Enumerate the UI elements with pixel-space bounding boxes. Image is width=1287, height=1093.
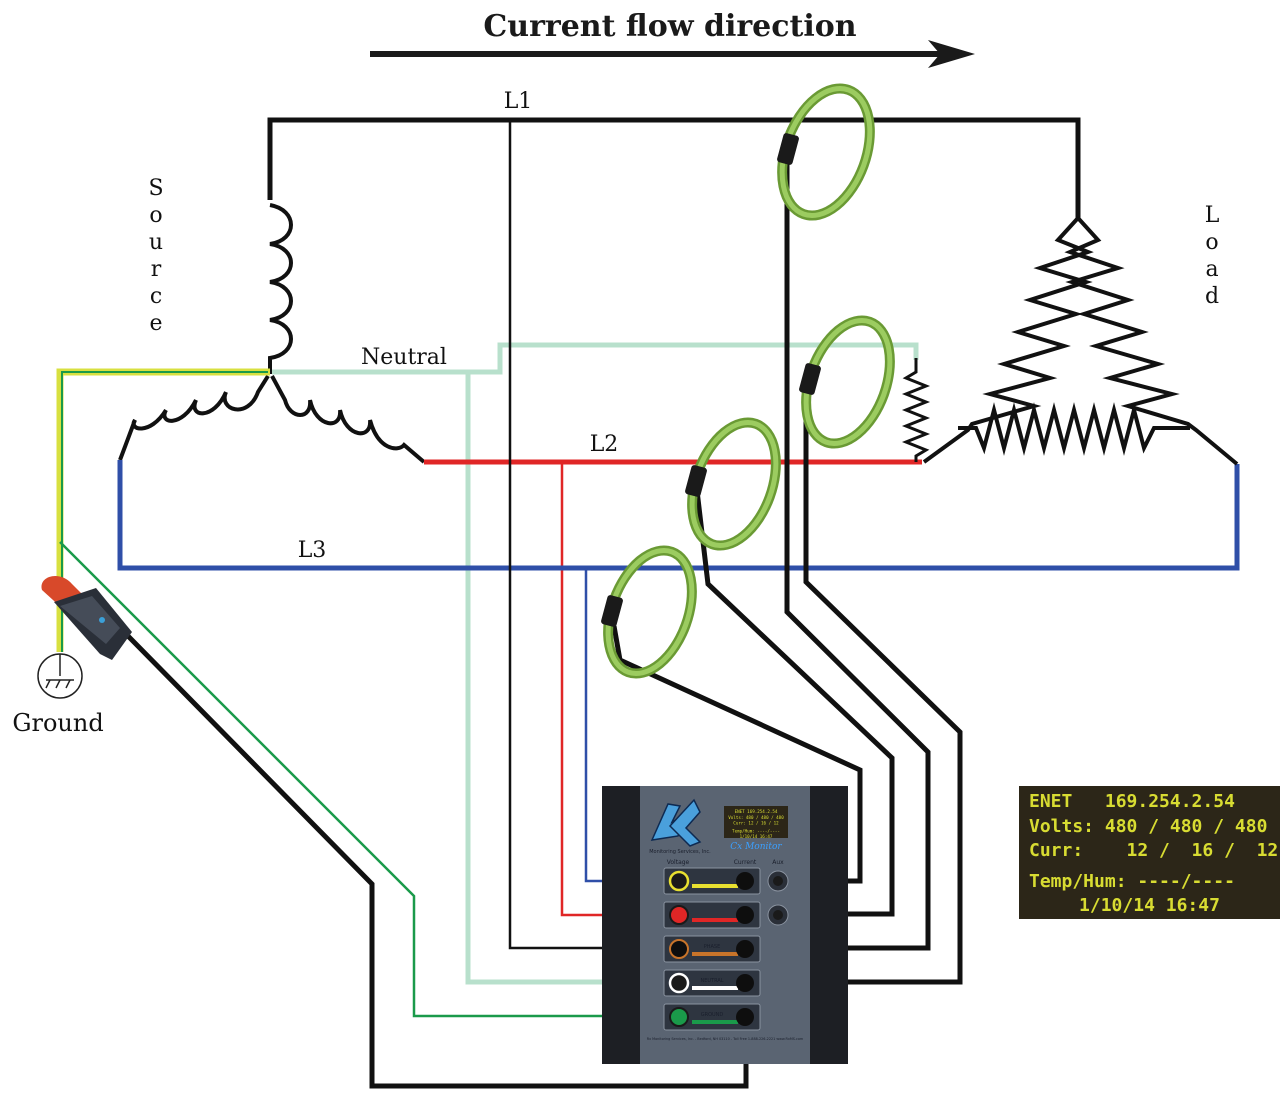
meter-col-current: Current [734,859,757,866]
ground-wire [56,368,270,652]
lcd-line-enet: ENET 169.254.2.54 [1029,791,1235,812]
lcd-line-temp: Temp/Hum: ----/---- [1029,870,1235,892]
l3-label: L3 [298,538,327,563]
meter-device: Monitoring Services, Inc. ENET 169.254.2… [602,786,848,1064]
meter-mini-lcd-line: Temp/Hum: ----/---- [732,828,780,833]
rogowski-coil-l3 [601,545,697,679]
ground-clamp-ct [41,576,132,660]
neutral-wire [272,342,919,985]
ground-symbol-icon [37,653,83,699]
flow-arrow [370,40,975,68]
lcd-line-datetime: 1/10/14 16:47 [1079,895,1220,916]
l2-label: L2 [590,432,619,457]
neutral-label: Neutral [361,345,447,370]
meter-product: Cx Monitor [730,842,782,852]
l1-label: L1 [504,89,533,114]
meter-col-aux: Aux [772,859,784,866]
meter-mini-lcd-line: 1/10/14 16:47 [740,834,773,839]
meter-row-phase-label: PHASE [704,944,721,950]
meter-row-l2 [663,901,789,929]
lcd-line-volts: Volts: 480 / 480 / 480 [1029,815,1268,837]
l1-wire [267,117,1081,218]
meter-row-l3 [663,867,789,895]
meter-row-neutral: NEUTRAL [663,969,761,997]
lcd-display: ENET 169.254.2.54 Volts: 480 / 480 / 480… [1019,786,1280,919]
title: Current flow direction [483,9,856,44]
ground-lead [59,541,666,1018]
source-coils [118,203,426,464]
meter-col-voltage: Voltage [667,859,690,866]
load-delta [901,216,1239,466]
rogowski-coil-neutral [799,315,895,449]
meter-row-neutral-label: NEUTRAL [700,978,723,984]
meter-mini-lcd-line: Curr: 12 / 16 / 12 [733,821,779,826]
meter-row-ground: GROUND [663,1003,761,1031]
meter-company: Monitoring Services, Inc. [649,849,711,855]
meter-mini-lcd-line: ENET 169.254.2.54 [735,809,778,814]
rogowski-coil-l1 [777,83,875,221]
ground-label: Ground [12,709,103,737]
meter-row-l1: PHASE [663,935,761,963]
meter-mini-lcd-line: Volts: 480 / 480 / 480 [728,815,784,820]
rogowski-coil-l2 [685,417,781,551]
meter-row-ground-label: GROUND [701,1012,724,1018]
rx-logo [650,798,702,847]
l3-wire [117,460,1240,571]
lcd-line-curr: Curr: 12 / 16 / 12 [1029,840,1279,861]
meter-footer: Rx Monitoring Services, Inc. - Bedford, … [647,1037,804,1041]
